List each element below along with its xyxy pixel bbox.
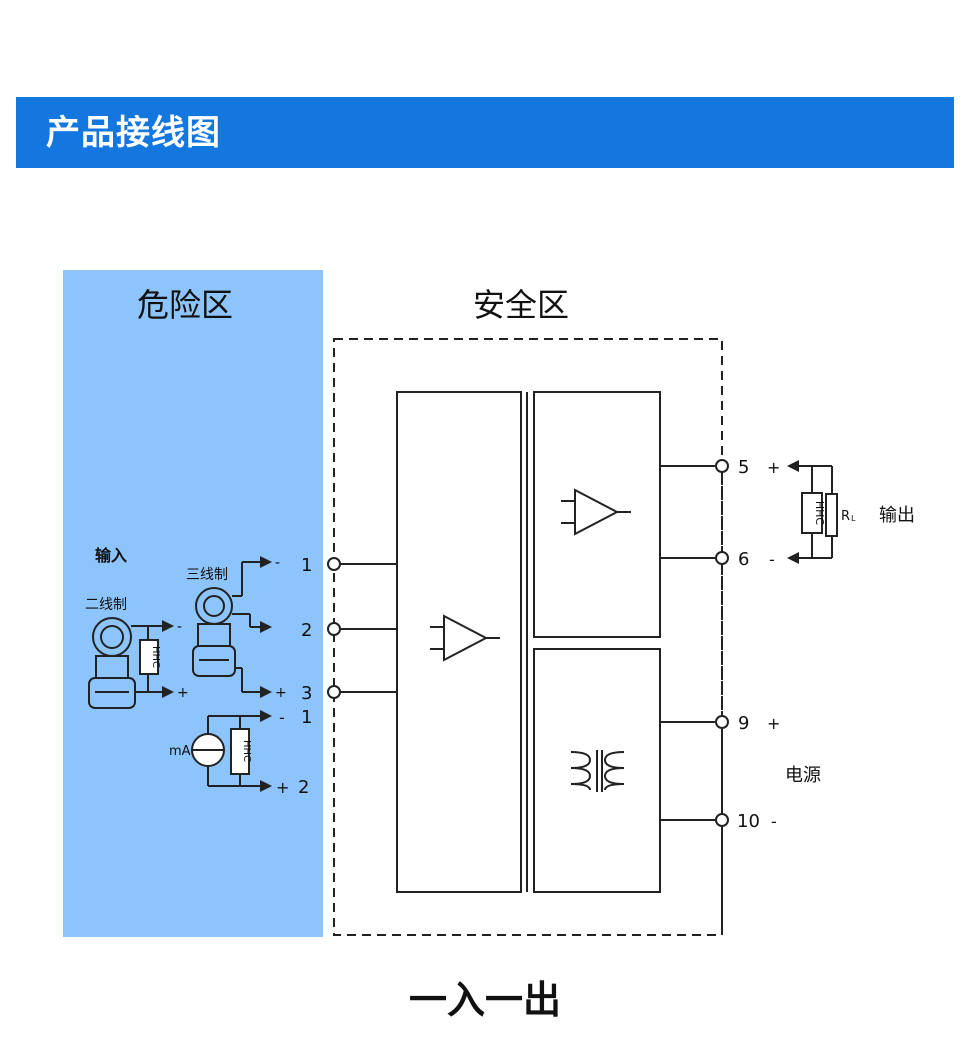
three-wire-arrow-1: [260, 556, 272, 568]
hazardous-zone: [63, 270, 323, 937]
hhc-two-wire-label: HHC: [150, 646, 161, 668]
terminal-9[interactable]: [715, 715, 729, 729]
output-arrow-neg: [787, 552, 799, 564]
three-wire-plus: +: [275, 685, 287, 701]
input-amplifier-icon: [430, 614, 500, 662]
terminal-6-label: 6: [738, 549, 749, 570]
three-wire-arrow-3: [260, 686, 272, 698]
terminal-6-minus: -: [769, 550, 775, 569]
terminal-3[interactable]: [327, 685, 341, 699]
load-resistor-sub: L: [851, 514, 856, 523]
output-load-loop: [796, 465, 833, 559]
safe-zone-label: 安全区: [473, 286, 569, 324]
terminal-9-label: 9: [738, 713, 749, 734]
terminal-2-label: 2: [301, 620, 312, 641]
hhc-output-label: HHC: [813, 501, 826, 526]
hazardous-zone-label: 危险区: [137, 286, 233, 324]
ma-terminal-2: 2: [298, 777, 309, 798]
hhc-two-wire-box: [139, 639, 159, 675]
ma-arrow-2: [260, 780, 272, 792]
terminal-1[interactable]: [327, 557, 341, 571]
ma-terminal-plus: +: [276, 778, 289, 797]
isolator-enclosure: [333, 338, 723, 936]
load-resistor-label: R: [841, 509, 850, 524]
three-wire-arrow-2: [260, 621, 272, 633]
terminal-5[interactable]: [715, 459, 729, 473]
three-wire-label: 三线制: [186, 567, 228, 583]
load-resistor: [825, 493, 838, 537]
input-wiring: [341, 563, 397, 693]
terminal-6[interactable]: [715, 551, 729, 565]
ma-terminal-minus: -: [279, 708, 285, 727]
two-wire-arrow-minus: [162, 620, 174, 632]
output-amplifier-icon: [561, 488, 631, 536]
ma-arrow-1: [260, 710, 272, 722]
output-wiring: [660, 465, 723, 720]
power-wiring: [660, 721, 723, 935]
ma-terminal-1: 1: [301, 707, 312, 728]
terminal-2[interactable]: [327, 622, 341, 636]
terminal-3-label: 3: [301, 683, 312, 704]
two-wire-label: 二线制: [85, 597, 127, 613]
terminal-1-label: 1: [301, 555, 312, 576]
transformer-icon: [570, 750, 625, 792]
hhc-ma-label: HHC: [241, 740, 252, 762]
terminal-10-minus: -: [771, 812, 777, 831]
terminal-9-plus: +: [767, 714, 780, 733]
hhc-output-box: [801, 492, 823, 534]
terminal-5-plus: +: [767, 458, 780, 477]
two-wire-minus: -: [177, 619, 182, 635]
terminal-5-label: 5: [738, 457, 749, 478]
ma-source-label: mA: [169, 744, 191, 759]
ma-source-wiring: [207, 715, 262, 787]
input-amplifier-block: [396, 391, 522, 893]
two-wire-transmitter-icon: [88, 617, 164, 709]
two-wire-plus: +: [177, 685, 189, 701]
two-wire-arrow-plus: [162, 686, 174, 698]
header-bar: 产品接线图: [16, 97, 954, 168]
three-wire-minus: -: [275, 555, 280, 571]
terminal-10[interactable]: [715, 813, 729, 827]
diagram-caption: 一入一出: [408, 978, 561, 1022]
page-title: 产品接线图: [46, 113, 221, 153]
output-amplifier-block: [533, 391, 661, 638]
power-transformer-block: [533, 648, 661, 893]
three-wire-transmitter-icon: [192, 561, 262, 693]
output-arrow-pos: [787, 460, 799, 472]
hhc-ma-box: [230, 728, 250, 775]
input-label: 输入: [95, 546, 127, 565]
output-label: 输出: [879, 505, 915, 526]
terminal-10-label: 10: [737, 811, 760, 832]
power-label: 电源: [785, 765, 821, 786]
